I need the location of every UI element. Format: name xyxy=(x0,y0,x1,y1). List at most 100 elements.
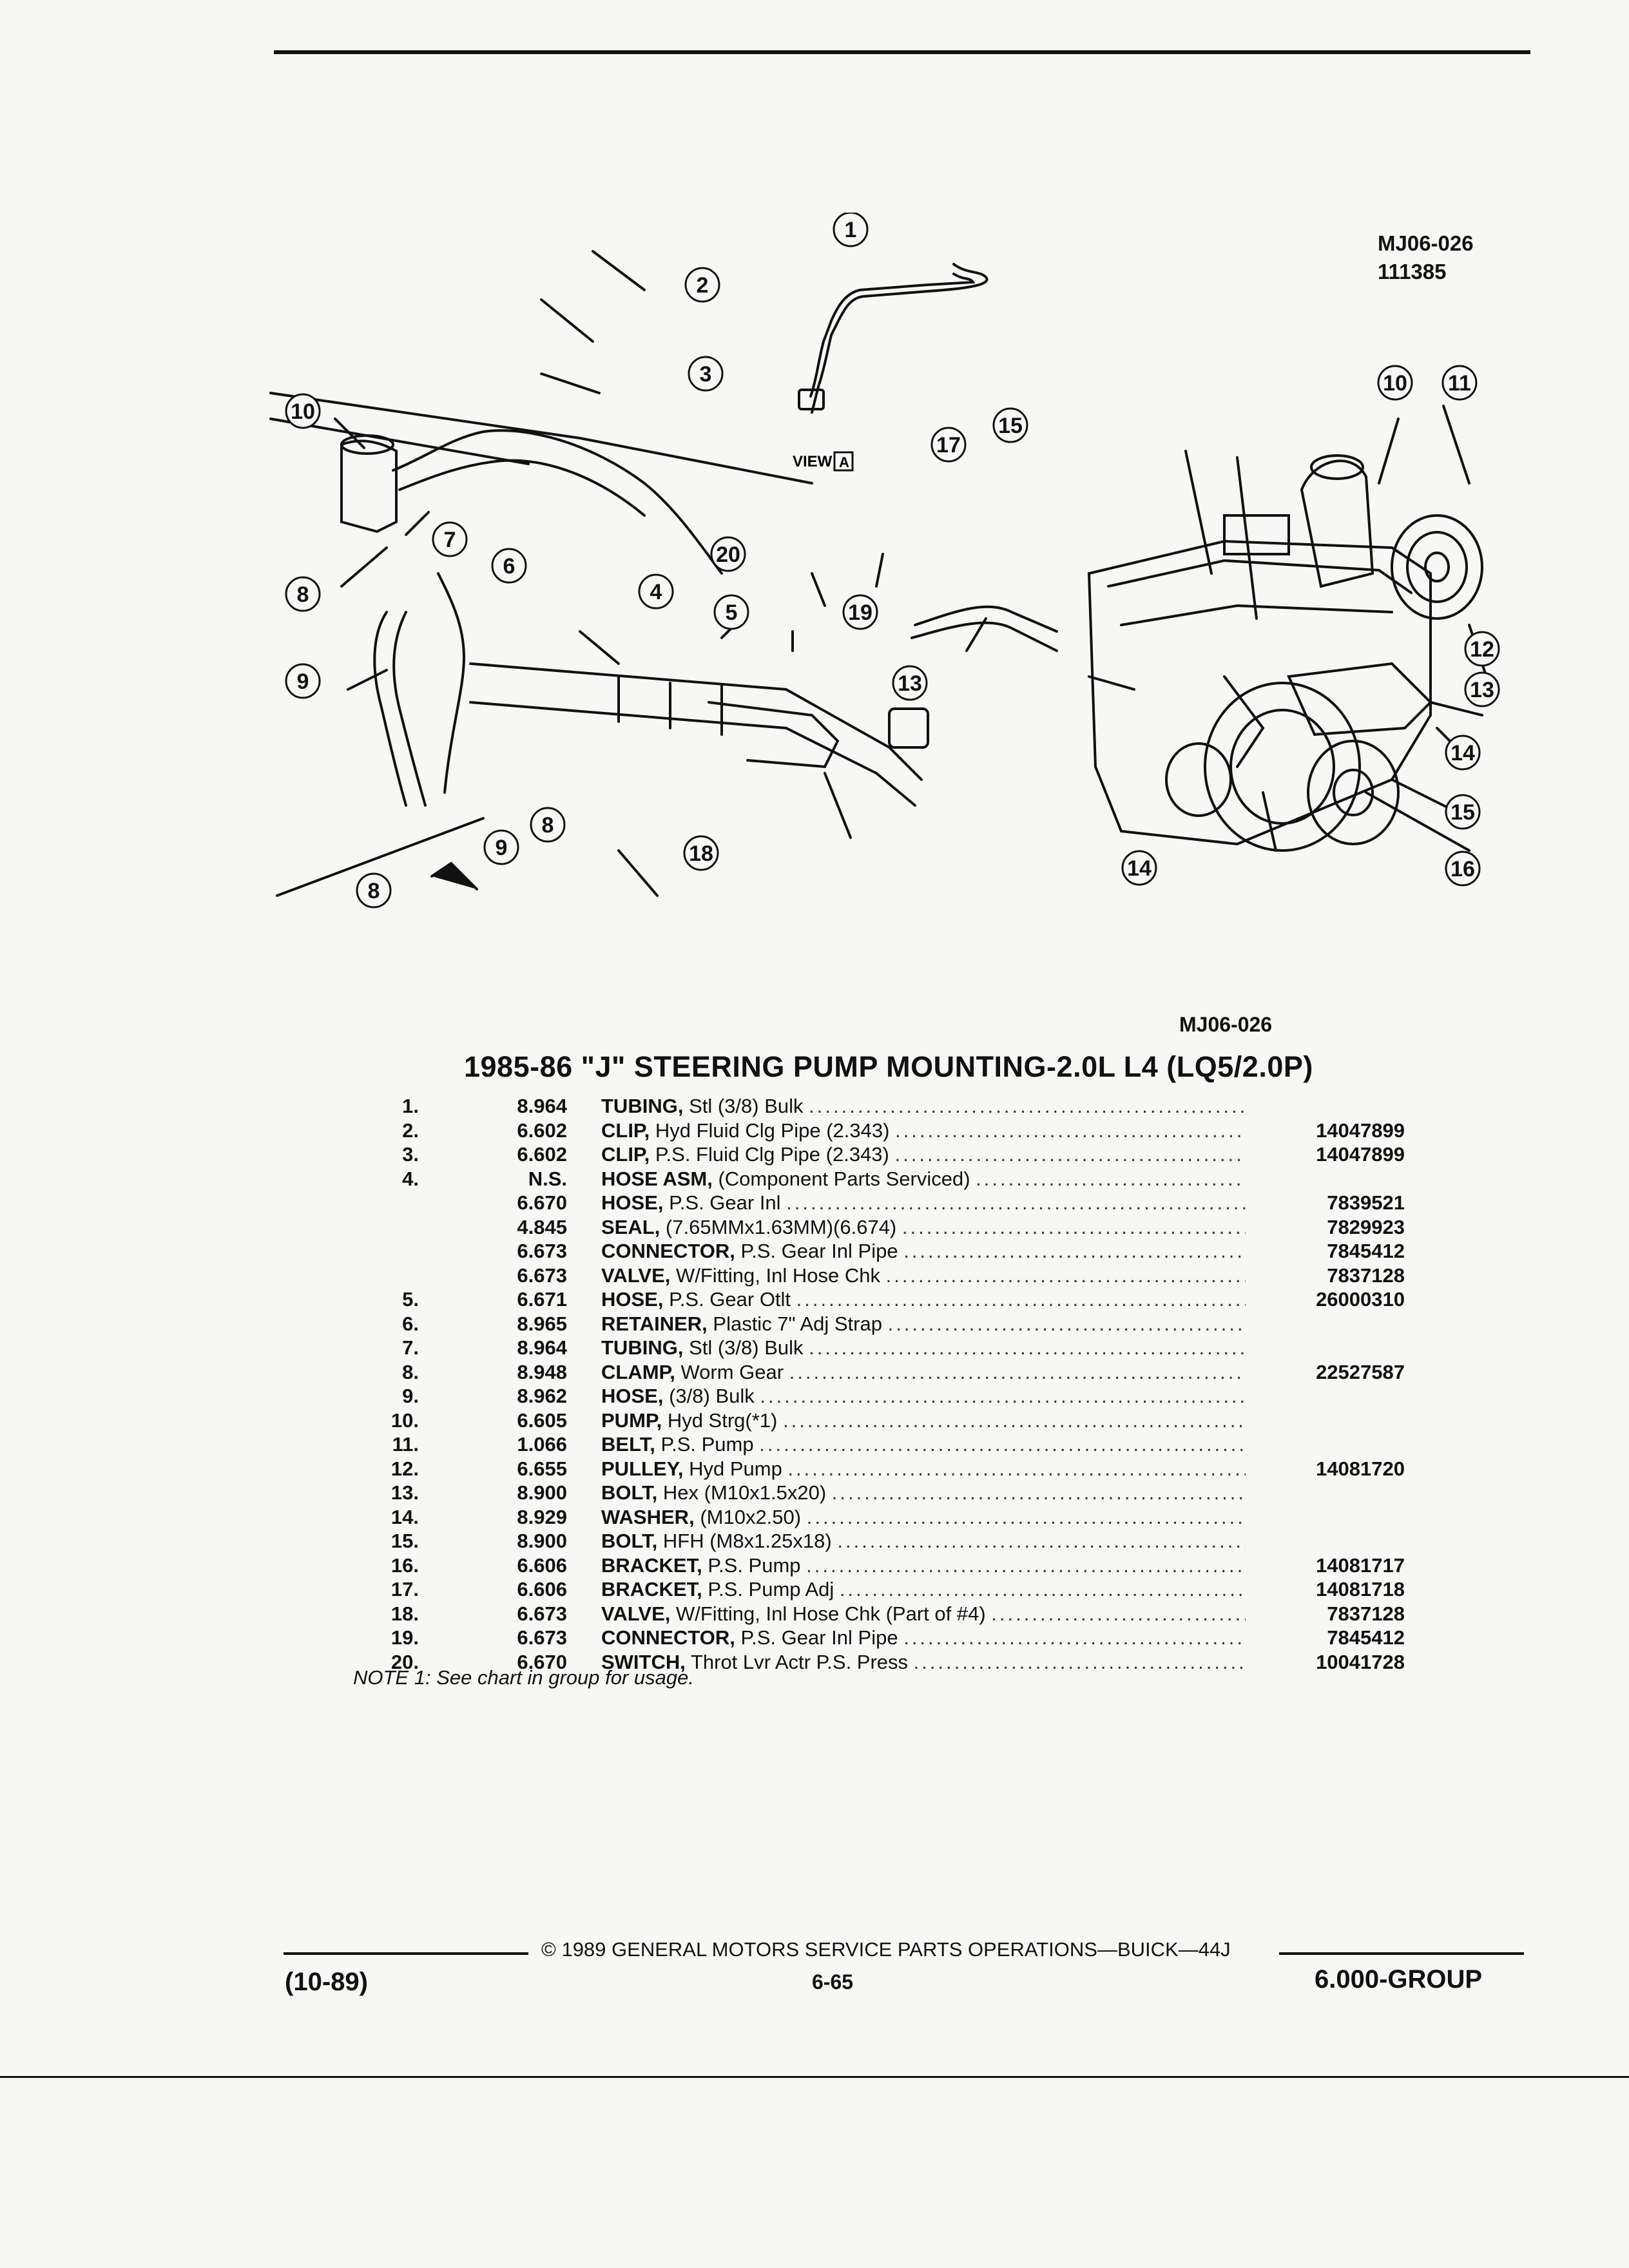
part-description: SEAL, (7.65MMx1.63MM)(6.674) ...........… xyxy=(601,1215,1246,1238)
group-code: 1.066 xyxy=(517,1433,567,1456)
part-detail: (Component Parts Serviced) xyxy=(718,1167,970,1190)
part-description: CONNECTOR, P.S. Gear Inl Pipe ..........… xyxy=(601,1240,1246,1262)
item-index: 12. xyxy=(390,1457,419,1480)
part-description: HOSE ASM, (Component Parts Serviced) ...… xyxy=(601,1167,1246,1190)
svg-text:14: 14 xyxy=(1127,856,1152,881)
part-name: CLIP, xyxy=(601,1119,650,1142)
part-description: BRACKET, P.S. Pump Adj .................… xyxy=(601,1578,1246,1600)
part-description: VALVE, W/Fitting, Inl Hose Chk (Part of … xyxy=(601,1602,1246,1625)
callout-1: 1 xyxy=(833,213,869,247)
item-index: 19. xyxy=(390,1626,419,1649)
part-name: VALVE, xyxy=(601,1264,671,1287)
copyright-text: © 1989 GENERAL MOTORS SERVICE PARTS OPER… xyxy=(541,1938,1231,1961)
group-code: 8.929 xyxy=(517,1505,567,1528)
svg-text:17: 17 xyxy=(936,433,961,457)
part-detail: Stl (3/8) Bulk xyxy=(689,1095,804,1117)
page-title: 1985-86 "J" STEERING PUMP MOUNTING-2.0L … xyxy=(464,1050,1313,1083)
part-description: TUBING, Stl (3/8) Bulk .................… xyxy=(601,1095,1246,1117)
part-number: 26000310 xyxy=(1316,1288,1405,1311)
part-name: HOSE, xyxy=(601,1191,664,1214)
part-number: 14047899 xyxy=(1316,1119,1405,1142)
svg-text:10: 10 xyxy=(291,399,315,424)
callout-18: 18 xyxy=(683,835,719,871)
svg-text:19: 19 xyxy=(848,601,872,625)
svg-text:2: 2 xyxy=(697,273,709,298)
callout-19: 19 xyxy=(842,594,878,630)
callout-14-a: 14 xyxy=(1445,735,1481,771)
callout-16: 16 xyxy=(1445,850,1481,887)
part-description: BOLT, HFH (M8x1.25x18) .................… xyxy=(601,1530,1246,1552)
part-name: CONNECTOR, xyxy=(601,1626,735,1649)
part-description: CLIP, P.S. Fluid Clg Pipe (2.343) ......… xyxy=(601,1143,1246,1166)
group-code: 8.964 xyxy=(517,1095,567,1117)
svg-text:12: 12 xyxy=(1470,637,1494,662)
parts-row: 6.673 CONNECTOR, P.S. Gear Inl Pipe .....… xyxy=(348,1239,1405,1264)
group-code: 6.673 xyxy=(517,1626,567,1649)
svg-text:3: 3 xyxy=(700,362,712,387)
callout-2: 2 xyxy=(684,267,720,303)
item-index: 10. xyxy=(390,1408,419,1432)
group-code: 6.670 xyxy=(517,1650,567,1673)
item-index: 5. xyxy=(402,1288,419,1311)
svg-text:6: 6 xyxy=(503,554,516,579)
part-name: TUBING, xyxy=(601,1336,684,1359)
group-code: 6.673 xyxy=(517,1240,567,1262)
part-number: 14047899 xyxy=(1316,1143,1405,1166)
group-code: 6.671 xyxy=(517,1288,567,1311)
part-detail: HFH (M8x1.25x18) xyxy=(662,1530,832,1552)
svg-text:15: 15 xyxy=(1451,800,1475,825)
group-code: 8.962 xyxy=(517,1385,567,1407)
part-description: BOLT, Hex (M10x1.5x20) .................… xyxy=(601,1481,1246,1504)
callout-14-b: 14 xyxy=(1121,850,1157,886)
part-name: BOLT, xyxy=(601,1530,658,1552)
part-detail: Worm Gear xyxy=(680,1360,784,1383)
svg-text:1: 1 xyxy=(845,218,857,242)
part-description: RETAINER, Plastic 7" Adj Strap .........… xyxy=(601,1312,1246,1335)
group-code: N.S. xyxy=(528,1167,567,1190)
item-index: 4. xyxy=(402,1167,419,1190)
item-index: 15. xyxy=(390,1530,419,1552)
part-description: PULLEY, Hyd Pump .......................… xyxy=(601,1457,1246,1480)
part-description: TUBING, Stl (3/8) Bulk .................… xyxy=(601,1336,1246,1359)
parts-row: 6.670 HOSE, P.S. Gear Inl ...............… xyxy=(348,1191,1405,1215)
group-code: 6.655 xyxy=(517,1457,567,1480)
callout-13-b: 13 xyxy=(1464,671,1500,707)
part-description: CLAMP, Worm Gear .......................… xyxy=(601,1360,1246,1383)
svg-text:10: 10 xyxy=(1383,371,1407,396)
group-code: 6.602 xyxy=(517,1143,567,1166)
part-description: HOSE, P.S. Gear Inl ....................… xyxy=(601,1191,1246,1214)
view-a-letter: A xyxy=(839,454,849,470)
part-number: 7837128 xyxy=(1327,1264,1405,1287)
item-index: 14. xyxy=(390,1505,419,1528)
part-detail: (M10x2.50) xyxy=(700,1505,802,1528)
part-detail: Throt Lvr Actr P.S. Press xyxy=(690,1650,909,1673)
part-name: BRACKET, xyxy=(601,1553,702,1577)
item-index: 2. xyxy=(402,1119,419,1142)
group-code: 6.670 xyxy=(517,1191,567,1214)
item-index: 17. xyxy=(390,1578,419,1600)
part-name: PULLEY, xyxy=(601,1457,684,1480)
svg-text:13: 13 xyxy=(1470,678,1494,702)
part-detail: (7.65MMx1.63MM)(6.674) xyxy=(665,1215,897,1238)
part-detail: Plastic 7" Adj Strap xyxy=(713,1312,882,1335)
part-description: VALVE, W/Fitting, Inl Hose Chk .........… xyxy=(601,1264,1246,1287)
part-description: BRACKET, P.S. Pump .....................… xyxy=(601,1553,1246,1577)
group-code: 6.673 xyxy=(517,1264,567,1287)
part-detail: P.S. Gear Otlt xyxy=(669,1288,791,1311)
part-detail: W/Fitting, Inl Hose Chk xyxy=(676,1264,880,1287)
exploded-parts-diagram: VIEW A 1 2 3 4 5 6 7 8 8 8 9 9 10 10 11 … xyxy=(269,213,1500,908)
callout-5: 5 xyxy=(713,594,749,630)
svg-text:13: 13 xyxy=(898,671,922,696)
part-detail: P.S. Pump xyxy=(660,1433,754,1456)
svg-text:9: 9 xyxy=(496,836,508,860)
